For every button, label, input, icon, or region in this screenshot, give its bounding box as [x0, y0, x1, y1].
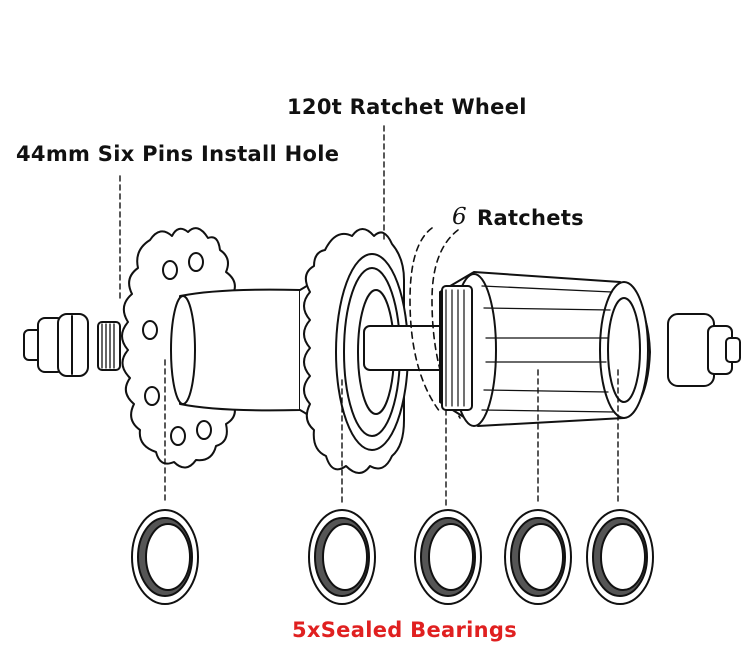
sealed-bearing-3: [414, 509, 482, 605]
label-ratchets: Ratchets: [477, 206, 584, 230]
right-end-cap: [667, 313, 741, 387]
label-sealed-bearings: 5xSealed Bearings: [292, 618, 518, 642]
left-end-cap: [23, 313, 89, 377]
sealed-bearing-1: [131, 509, 199, 605]
sealed-bearing-4: [504, 509, 572, 605]
leader-lines: [119, 125, 619, 506]
label-install-hole: 44mm Six Pins Install Hole: [16, 142, 340, 166]
label-ratchets-count: 6: [452, 204, 467, 230]
label-ratchet-wheel: 120t Ratchet Wheel: [287, 95, 527, 119]
ratchet-wheel-flange: [303, 228, 409, 474]
freehub-body: [439, 271, 651, 427]
sealed-bearing-2: [308, 509, 376, 605]
threaded-sleeve: [97, 321, 121, 371]
sealed-bearing-5: [586, 509, 654, 605]
